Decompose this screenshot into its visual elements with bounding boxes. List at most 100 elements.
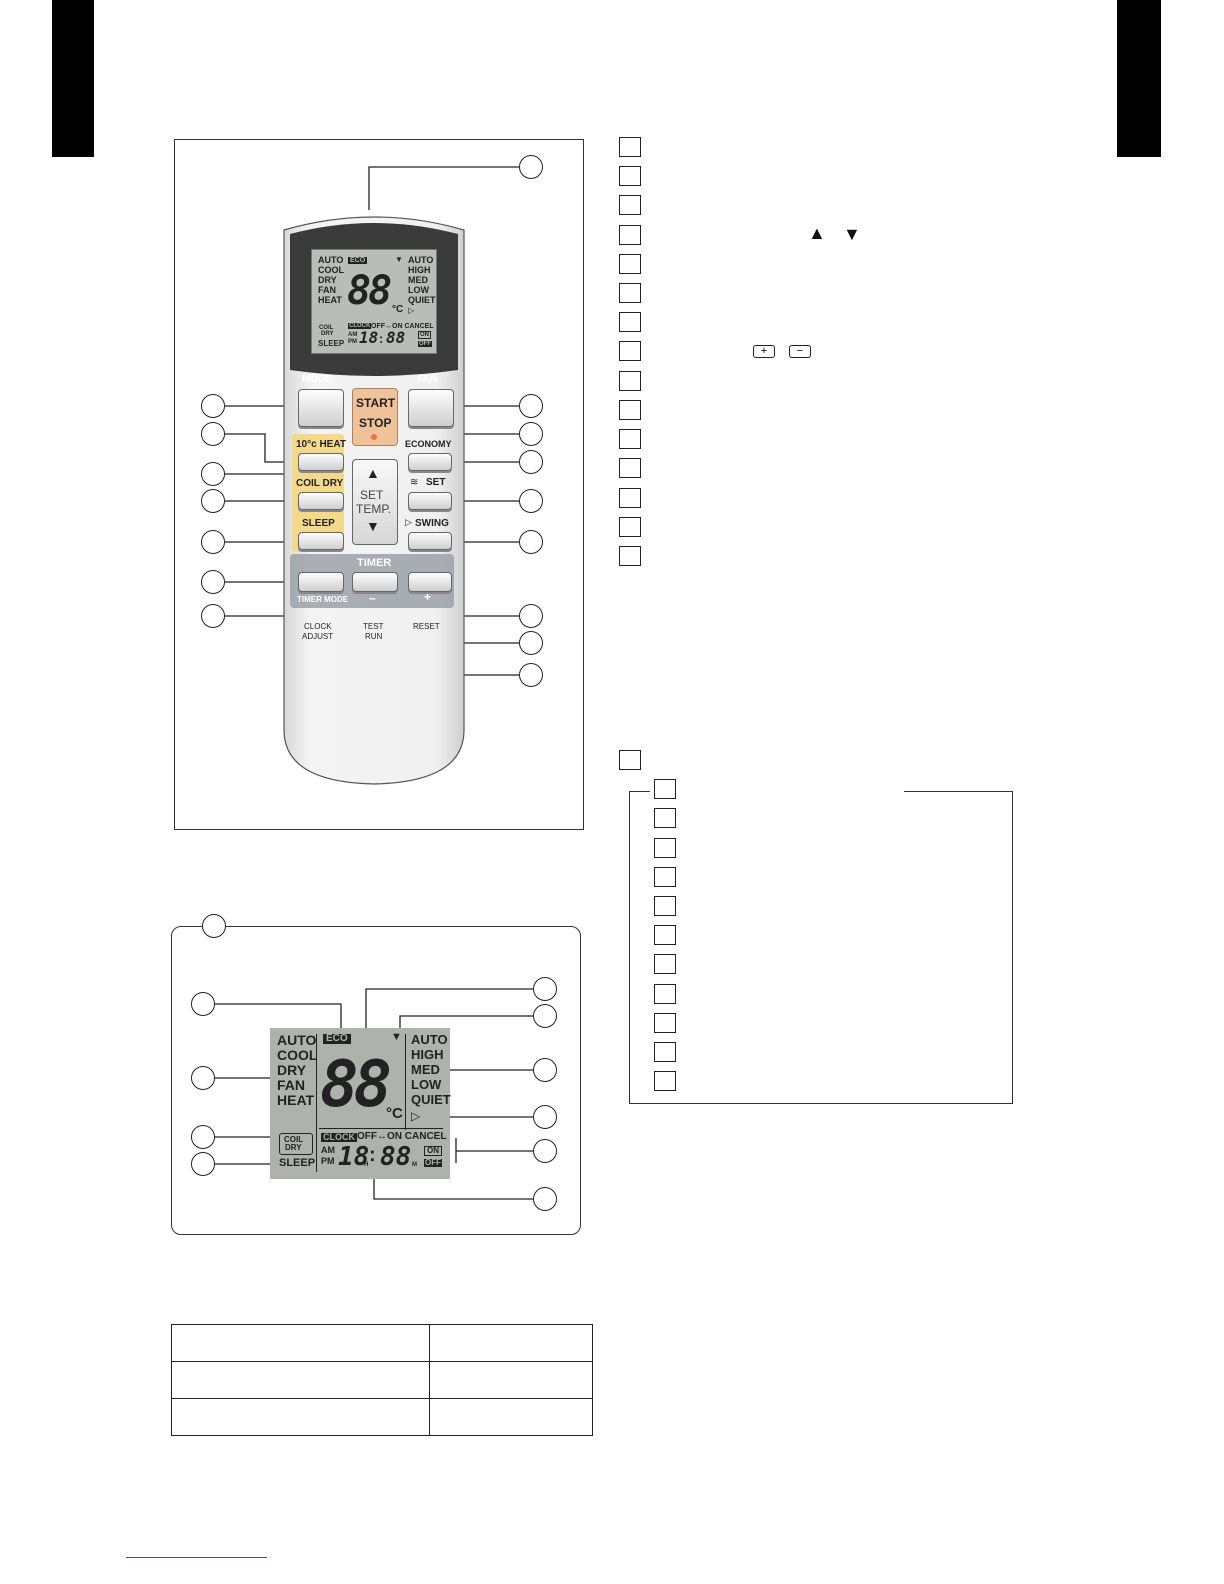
triangle-down-icon: ▼ — [843, 224, 861, 244]
timer-label: TIMER — [357, 557, 392, 569]
temp-down-arrow-icon: ▼ — [366, 518, 380, 534]
display-dry: DRY — [285, 1143, 302, 1152]
test-run-label-2: RUN — [365, 632, 383, 641]
display-lcd-divider-right — [405, 1034, 406, 1130]
sub-list-box-8 — [654, 984, 676, 1004]
display-callout-timer-mode — [533, 1139, 557, 1163]
list-box-6 — [619, 283, 641, 303]
remote-lcd-fan-low: LOW — [408, 285, 429, 295]
display-swing-icon: ▷ — [411, 1109, 421, 1123]
table-cell — [429, 1324, 593, 1362]
sub-list-box-5 — [654, 896, 676, 916]
display-clock: CLOCK — [321, 1132, 357, 1142]
set-temp-button[interactable] — [352, 459, 398, 545]
remote-lcd-clock: CLOCK — [348, 323, 372, 329]
display-time-hours: 18 — [338, 1142, 370, 1172]
timer-mode-button[interactable] — [298, 572, 344, 592]
display-fan-quiet: QUIET — [411, 1092, 451, 1107]
remote-lcd-fan-quiet: QUIET — [408, 295, 436, 305]
display-signal-icon: ▼ — [391, 1031, 402, 1043]
timer-plus-button[interactable] — [408, 572, 452, 592]
heat10-label: 10°c HEAT — [296, 439, 346, 450]
remote-callout-economy — [519, 450, 543, 474]
test-run-label-1: TEST — [363, 622, 384, 631]
display-callout-swing — [533, 1105, 557, 1129]
list-box-12 — [619, 458, 641, 478]
minus-button-icon: − — [789, 345, 811, 358]
list-box-5 — [619, 254, 641, 274]
list-box-1 — [619, 137, 641, 157]
temp-up-arrow-icon: ▲ — [366, 465, 380, 481]
remote-callout-mode — [201, 394, 225, 418]
timer-minus-button[interactable] — [352, 572, 398, 592]
list-box-14 — [619, 517, 641, 537]
display-m-suffix: M — [412, 1162, 417, 1168]
display-lcd-screen — [270, 1028, 450, 1179]
display-am: AM — [321, 1145, 335, 1155]
sub-list-box-7 — [654, 954, 676, 974]
remote-callout-coil-dry — [201, 489, 225, 513]
list-box-2 — [619, 166, 641, 186]
timer-minus-label: – — [369, 591, 376, 605]
display-time-colon: : — [369, 1144, 376, 1166]
display-callout-fan-speed — [533, 1058, 557, 1082]
plus-button-icon: + — [753, 345, 775, 358]
display-leader-lines — [214, 988, 533, 1200]
list-box-10 — [619, 400, 641, 420]
fan-button[interactable] — [408, 389, 454, 427]
heat10-button[interactable] — [298, 453, 344, 471]
display-callout-modes — [191, 1066, 215, 1090]
remote-lcd-temp-unit: °C — [392, 304, 404, 315]
remote-callout-timer-mode — [201, 570, 225, 594]
fan-label: FAN — [417, 374, 437, 385]
remote-lcd-mode-heat: HEAT — [318, 295, 342, 305]
display-list-bracket-top-left — [629, 791, 650, 792]
sub-list-box-1 — [654, 779, 676, 799]
display-fan-med: MED — [411, 1062, 440, 1077]
remote-lcd-signal-icon: ▼ — [395, 255, 403, 264]
economy-button[interactable] — [408, 453, 452, 471]
display-temp-digits: 88 — [320, 1048, 392, 1122]
remote-lcd-off: OFF — [418, 341, 432, 347]
table-row — [171, 1324, 593, 1362]
display-h-suffix: H — [364, 1162, 369, 1168]
table-cell — [171, 1324, 430, 1362]
sleep-button[interactable] — [298, 532, 344, 550]
remote-callout-airflow-set — [519, 489, 543, 513]
clock-adjust-label-1: CLOCK — [304, 622, 332, 631]
sub-list-box-6 — [654, 925, 676, 945]
display-fan-auto: AUTO — [411, 1032, 448, 1047]
airflow-set-button[interactable] — [408, 492, 452, 510]
remote-callout-heat10 — [201, 422, 225, 446]
display-callout-time — [533, 1187, 557, 1211]
list-box-16 — [619, 750, 641, 770]
right-edge-tab — [1117, 0, 1161, 157]
table-cell — [171, 1398, 430, 1436]
table-cell — [171, 1361, 430, 1399]
remote-lcd-coil: COIL — [319, 325, 334, 331]
display-time-minutes: 88 — [380, 1142, 412, 1172]
swing-button[interactable] — [408, 532, 452, 550]
swing-label: SWING — [415, 518, 449, 529]
sleep-label: SLEEP — [302, 518, 335, 529]
remote-callout-sleep — [201, 530, 225, 554]
remote-lcd-screen — [311, 249, 437, 354]
set-temp-label-set: SET — [360, 488, 384, 502]
remote-lcd-mode-dry: DRY — [318, 275, 337, 285]
table-row — [171, 1361, 593, 1399]
swing-icon: ▷ — [405, 517, 412, 527]
display-eco: ECO — [323, 1034, 351, 1044]
remote-callout-start-stop — [519, 422, 543, 446]
remote-lcd-fan-med: MED — [408, 275, 428, 285]
mode-button[interactable] — [298, 389, 344, 427]
sub-list-box-3 — [654, 838, 676, 858]
display-coil-dry-frame — [279, 1133, 313, 1155]
remote-callout-timer-adjust — [519, 631, 543, 655]
coil-dry-button[interactable] — [298, 492, 344, 510]
remote-callout-fan — [519, 394, 543, 418]
display-mode-auto: AUTO — [277, 1032, 317, 1048]
remote-lcd-on: ON — [418, 331, 431, 339]
display-list-bracket — [629, 791, 1013, 1104]
display-mode-heat: HEAT — [277, 1092, 315, 1108]
display-callout-sleep — [191, 1152, 215, 1176]
